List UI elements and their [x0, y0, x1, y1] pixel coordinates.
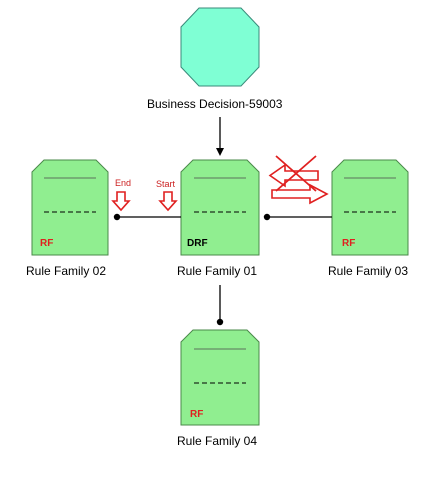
rule-family-03-label: Rule Family 03 — [328, 264, 409, 278]
connector-decision-to-rf01 — [216, 117, 224, 156]
rule-family-04-tag: RF — [190, 409, 204, 420]
end-annotation: End — [115, 178, 132, 188]
right-arrow-icon — [271, 183, 329, 205]
rule-family-04-label: Rule Family 04 — [177, 434, 258, 448]
connector-rf01-to-rf02 — [113, 213, 181, 221]
rule-family-02-label: Rule Family 02 — [26, 264, 107, 278]
rule-family-01-node[interactable] — [180, 159, 260, 256]
rule-family-01-tag: DRF — [187, 238, 208, 249]
rule-family-02-node[interactable] — [31, 159, 109, 256]
connector-rf03-to-rf01 — [263, 213, 332, 221]
rule-family-01-label: Rule Family 01 — [177, 264, 258, 278]
business-decision-node[interactable] — [180, 7, 260, 87]
rule-family-02-tag: RF — [40, 238, 54, 249]
start-annotation: Start — [156, 179, 176, 189]
connector-rf01-to-rf04 — [216, 285, 224, 326]
rule-family-03-node[interactable] — [331, 159, 409, 256]
rule-family-03-tag: RF — [342, 238, 356, 249]
business-decision-label: Business Decision-59003 — [147, 97, 283, 111]
start-arrow-icon — [158, 191, 178, 212]
end-arrow-icon — [111, 191, 131, 212]
rule-family-04-node[interactable] — [180, 329, 260, 426]
